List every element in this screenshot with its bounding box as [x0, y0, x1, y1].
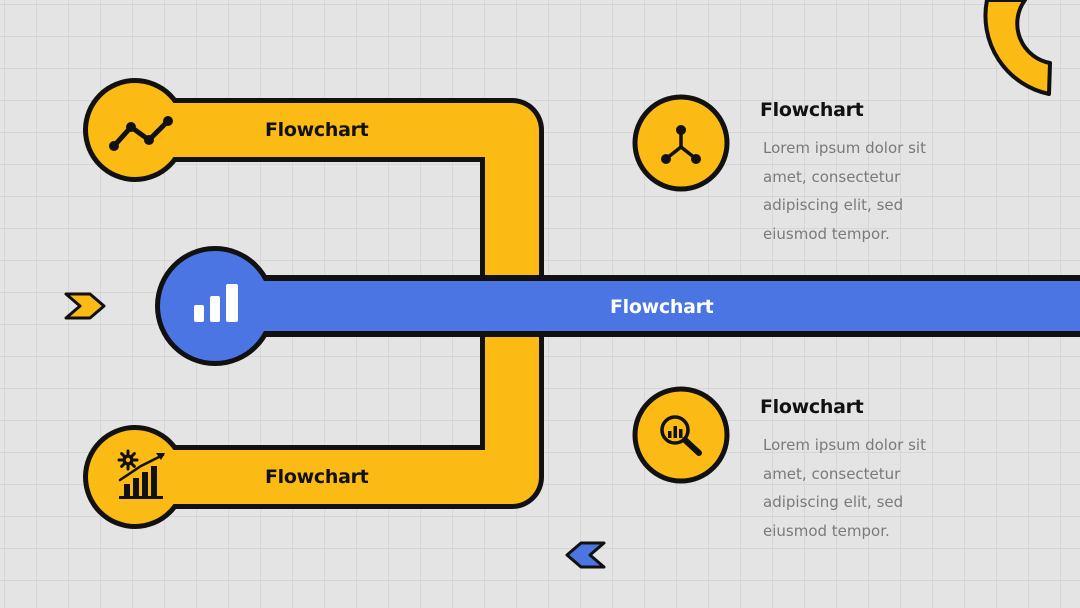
bottom-pipe-label: Flowchart [265, 466, 369, 488]
side-item-bottom-text: Lorem ipsum dolor sit amet, consectetur … [763, 436, 926, 540]
bottom-pipe-node [88, 430, 182, 524]
side-item-bottom-title: Flowchart [760, 396, 864, 418]
line-chart-icon [109, 116, 173, 151]
side-item-top-title: Flowchart [760, 99, 864, 121]
top-pipe-label: Flowchart [265, 119, 369, 141]
gear-icon [117, 449, 139, 471]
blue-pipe [215, 281, 1080, 331]
chevron-left-icon [565, 541, 606, 569]
growth-chart-gear-icon [117, 449, 165, 499]
side-item-top-text: Lorem ipsum dolor sit amet, consectetur … [763, 139, 926, 243]
chevron-right-icon [64, 292, 106, 320]
corner-half-ring [983, 0, 1052, 96]
magnifier-chart-icon [660, 415, 702, 456]
middle-pipe-label: Flowchart [610, 296, 714, 318]
bar-chart-icon [194, 284, 238, 322]
network-nodes-icon [661, 125, 701, 164]
